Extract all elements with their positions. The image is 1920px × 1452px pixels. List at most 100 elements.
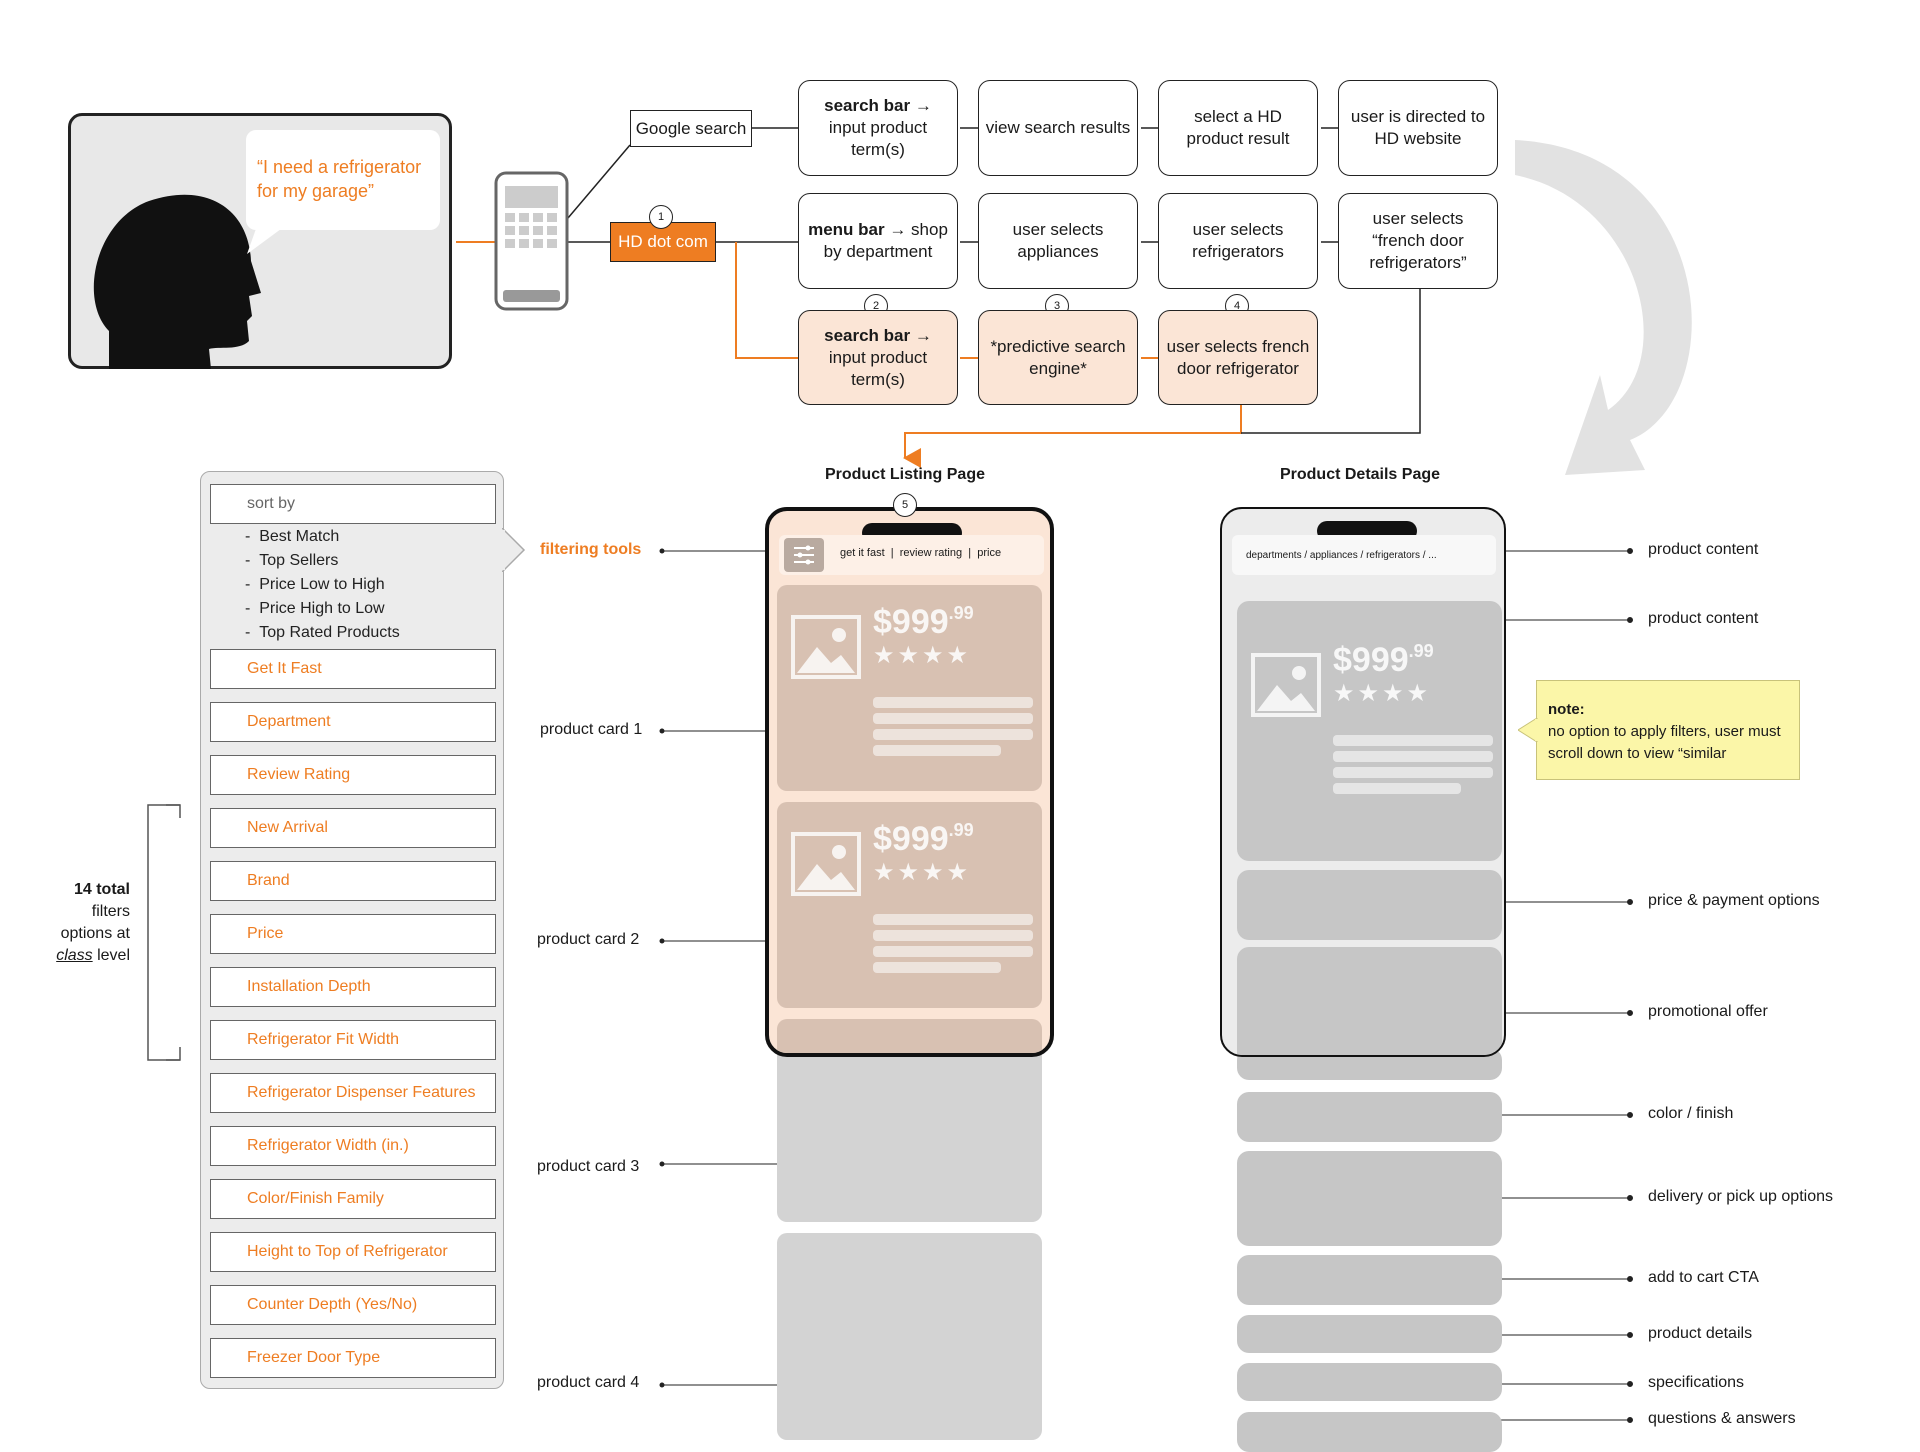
filter-option-row[interactable]: Get It Fast xyxy=(210,649,496,689)
pdp-breadcrumb-bar[interactable]: departments / appliances / refrigerators… xyxy=(1232,535,1496,575)
filter-option-label: Get It Fast xyxy=(247,660,322,677)
product-card-3-top[interactable] xyxy=(777,1019,1042,1053)
text-placeholder xyxy=(1333,767,1493,778)
sort-by-field[interactable]: sort by xyxy=(210,484,496,524)
filter-option-label: Counter Depth (Yes/No) xyxy=(247,1296,418,1313)
persona-panel: “I need a refrigerator for my garage” xyxy=(68,113,452,369)
product-card-2[interactable]: $999.99 ★★★★ xyxy=(777,802,1042,1008)
chip-divider: | xyxy=(968,547,972,559)
filter-option-row[interactable]: Review Rating xyxy=(210,755,496,795)
product-price: $999.99 xyxy=(873,603,974,642)
flow-menu-step-3-text: user selects refrigerators xyxy=(1192,220,1284,261)
pdp-note-pointer xyxy=(1518,718,1538,742)
pdp-section-specifications xyxy=(1237,1363,1502,1401)
filter-option-label: Color/Finish Family xyxy=(247,1190,384,1207)
sort-option-label: Best Match xyxy=(259,528,340,545)
flow-search-step-2-text: *predictive search engine* xyxy=(990,336,1126,378)
total-filters-line3: options at xyxy=(60,925,130,942)
pdp-note-title: note: xyxy=(1548,701,1585,718)
product-price-cents: .99 xyxy=(1408,641,1434,661)
product-card-4 xyxy=(777,1233,1042,1440)
sort-by-label: sort by xyxy=(247,495,296,512)
text-placeholder xyxy=(1333,783,1461,794)
pdp-annotation-delivery: delivery or pick up options xyxy=(1648,1188,1833,1205)
filter-option-row[interactable]: Installation Depth xyxy=(210,967,496,1007)
product-price-cents: .99 xyxy=(948,603,974,623)
flow-menu-step-2: user selects appliances xyxy=(978,193,1138,289)
flow-menu-step-1: menu bar → shop by department xyxy=(798,193,958,289)
sort-option[interactable]: - Price High to Low xyxy=(245,600,385,617)
product-price: $999.99 xyxy=(873,820,974,859)
flow-google-step-3: select a HD product result xyxy=(1158,80,1318,176)
pdp-section-qa xyxy=(1237,1412,1502,1452)
plp-title: Product Listing Page xyxy=(824,466,985,483)
total-filters-count: 14 total xyxy=(73,881,130,898)
text-placeholder xyxy=(873,729,1033,740)
product-price-main: $999 xyxy=(873,820,949,858)
speech-bubble-tail xyxy=(247,226,285,254)
pdp-breadcrumb[interactable]: departments / appliances / refrigerators… xyxy=(1246,549,1437,561)
head-silhouette-icon xyxy=(93,194,261,369)
filter-option-row[interactable]: Brand xyxy=(210,861,496,901)
image-placeholder-icon xyxy=(1251,653,1321,717)
filter-panel-pointer xyxy=(502,528,526,572)
filter-option-row[interactable]: Price xyxy=(210,914,496,954)
pdp-title: Product Details Page xyxy=(1279,466,1441,483)
text-placeholder xyxy=(873,962,1001,973)
pdp-annotation-color-finish: color / finish xyxy=(1648,1105,1734,1122)
filter-option-row[interactable]: Freezer Door Type xyxy=(210,1338,496,1378)
image-placeholder-icon xyxy=(791,615,861,679)
filter-option-row[interactable]: Color/Finish Family xyxy=(210,1179,496,1219)
pdp-section-product-details xyxy=(1237,1315,1502,1353)
filter-option-row[interactable]: Height to Top of Refrigerator xyxy=(210,1232,496,1272)
product-card-1[interactable]: $999.99 ★★★★ xyxy=(777,585,1042,791)
pdp-phone-frame: departments / appliances / refrigerators… xyxy=(1220,507,1506,1057)
sort-option[interactable]: - Top Rated Products xyxy=(245,624,400,641)
sort-option[interactable]: - Price Low to High xyxy=(245,576,385,593)
flow-menu-step-1-bold: menu bar xyxy=(808,220,885,239)
text-placeholder xyxy=(873,697,1033,708)
chip-price[interactable]: price xyxy=(977,547,1002,559)
pdp-annotation-product-content: product content xyxy=(1648,541,1759,558)
filter-option-label: Refrigerator Fit Width xyxy=(247,1031,400,1048)
pdp-annotation-add-to-cart: add to cart CTA xyxy=(1648,1269,1759,1286)
filter-option-row[interactable]: Refrigerator Fit Width xyxy=(210,1020,496,1060)
chip-get-it-fast[interactable]: get it fast xyxy=(840,547,885,559)
flow-google-step-2: view search results xyxy=(978,80,1138,176)
filter-option-row[interactable]: Refrigerator Dispenser Features xyxy=(210,1073,496,1113)
sort-option[interactable]: - Top Sellers xyxy=(245,552,339,569)
filter-option-row[interactable]: Refrigerator Width (in.) xyxy=(210,1126,496,1166)
plp-phone-frame: get it fast | review rating | price $999… xyxy=(765,507,1054,1057)
filter-option-label: Review Rating xyxy=(247,766,351,783)
filter-option-label: Brand xyxy=(247,872,290,889)
hd-dot-com-label: HD dot com xyxy=(618,232,708,251)
chip-review-rating[interactable]: review rating xyxy=(899,547,963,559)
text-placeholder xyxy=(873,745,1001,756)
filter-option-label: Refrigerator Width (in.) xyxy=(247,1137,409,1154)
product-price-main: $999 xyxy=(1333,641,1409,679)
plp-filter-chips[interactable]: get it fast | review rating | price xyxy=(840,547,1001,559)
total-filters-class: class xyxy=(56,947,93,964)
filter-option-label: Freezer Door Type xyxy=(247,1349,381,1366)
flow-search-step-3-text: user selects french door refrigerator xyxy=(1166,336,1310,378)
text-placeholder xyxy=(1333,751,1493,762)
filter-option-label: New Arrival xyxy=(247,819,328,836)
flow-google-step-4-text: user is directed to HD website xyxy=(1350,107,1486,148)
filter-option-row[interactable]: Department xyxy=(210,702,496,742)
sort-option[interactable]: - Best Match xyxy=(245,528,340,545)
filter-option-label: Price xyxy=(247,925,284,942)
flow-search-step-1: search bar → input product term(s) xyxy=(798,310,958,405)
pdp-note: note: no option to apply filters, user m… xyxy=(1536,680,1800,780)
pdp-section-delivery xyxy=(1237,1151,1502,1246)
filter-option-row[interactable]: New Arrival xyxy=(210,808,496,848)
flow-menu-step-4: user selects “french door refrigerators” xyxy=(1338,193,1498,289)
filter-option-row[interactable]: Counter Depth (Yes/No) xyxy=(210,1285,496,1325)
flow-menu-step-2-text: user selects appliances xyxy=(1012,220,1104,261)
product-price-main: $999 xyxy=(873,603,949,641)
text-placeholder xyxy=(873,930,1033,941)
filter-toggle-icon[interactable] xyxy=(784,538,824,572)
flow-google-step-1-text: → input product term(s) xyxy=(828,96,932,159)
flow-search-step-1-text: → input product term(s) xyxy=(828,325,932,389)
flow-google-step-3-text: select a HD product result xyxy=(1186,107,1290,148)
